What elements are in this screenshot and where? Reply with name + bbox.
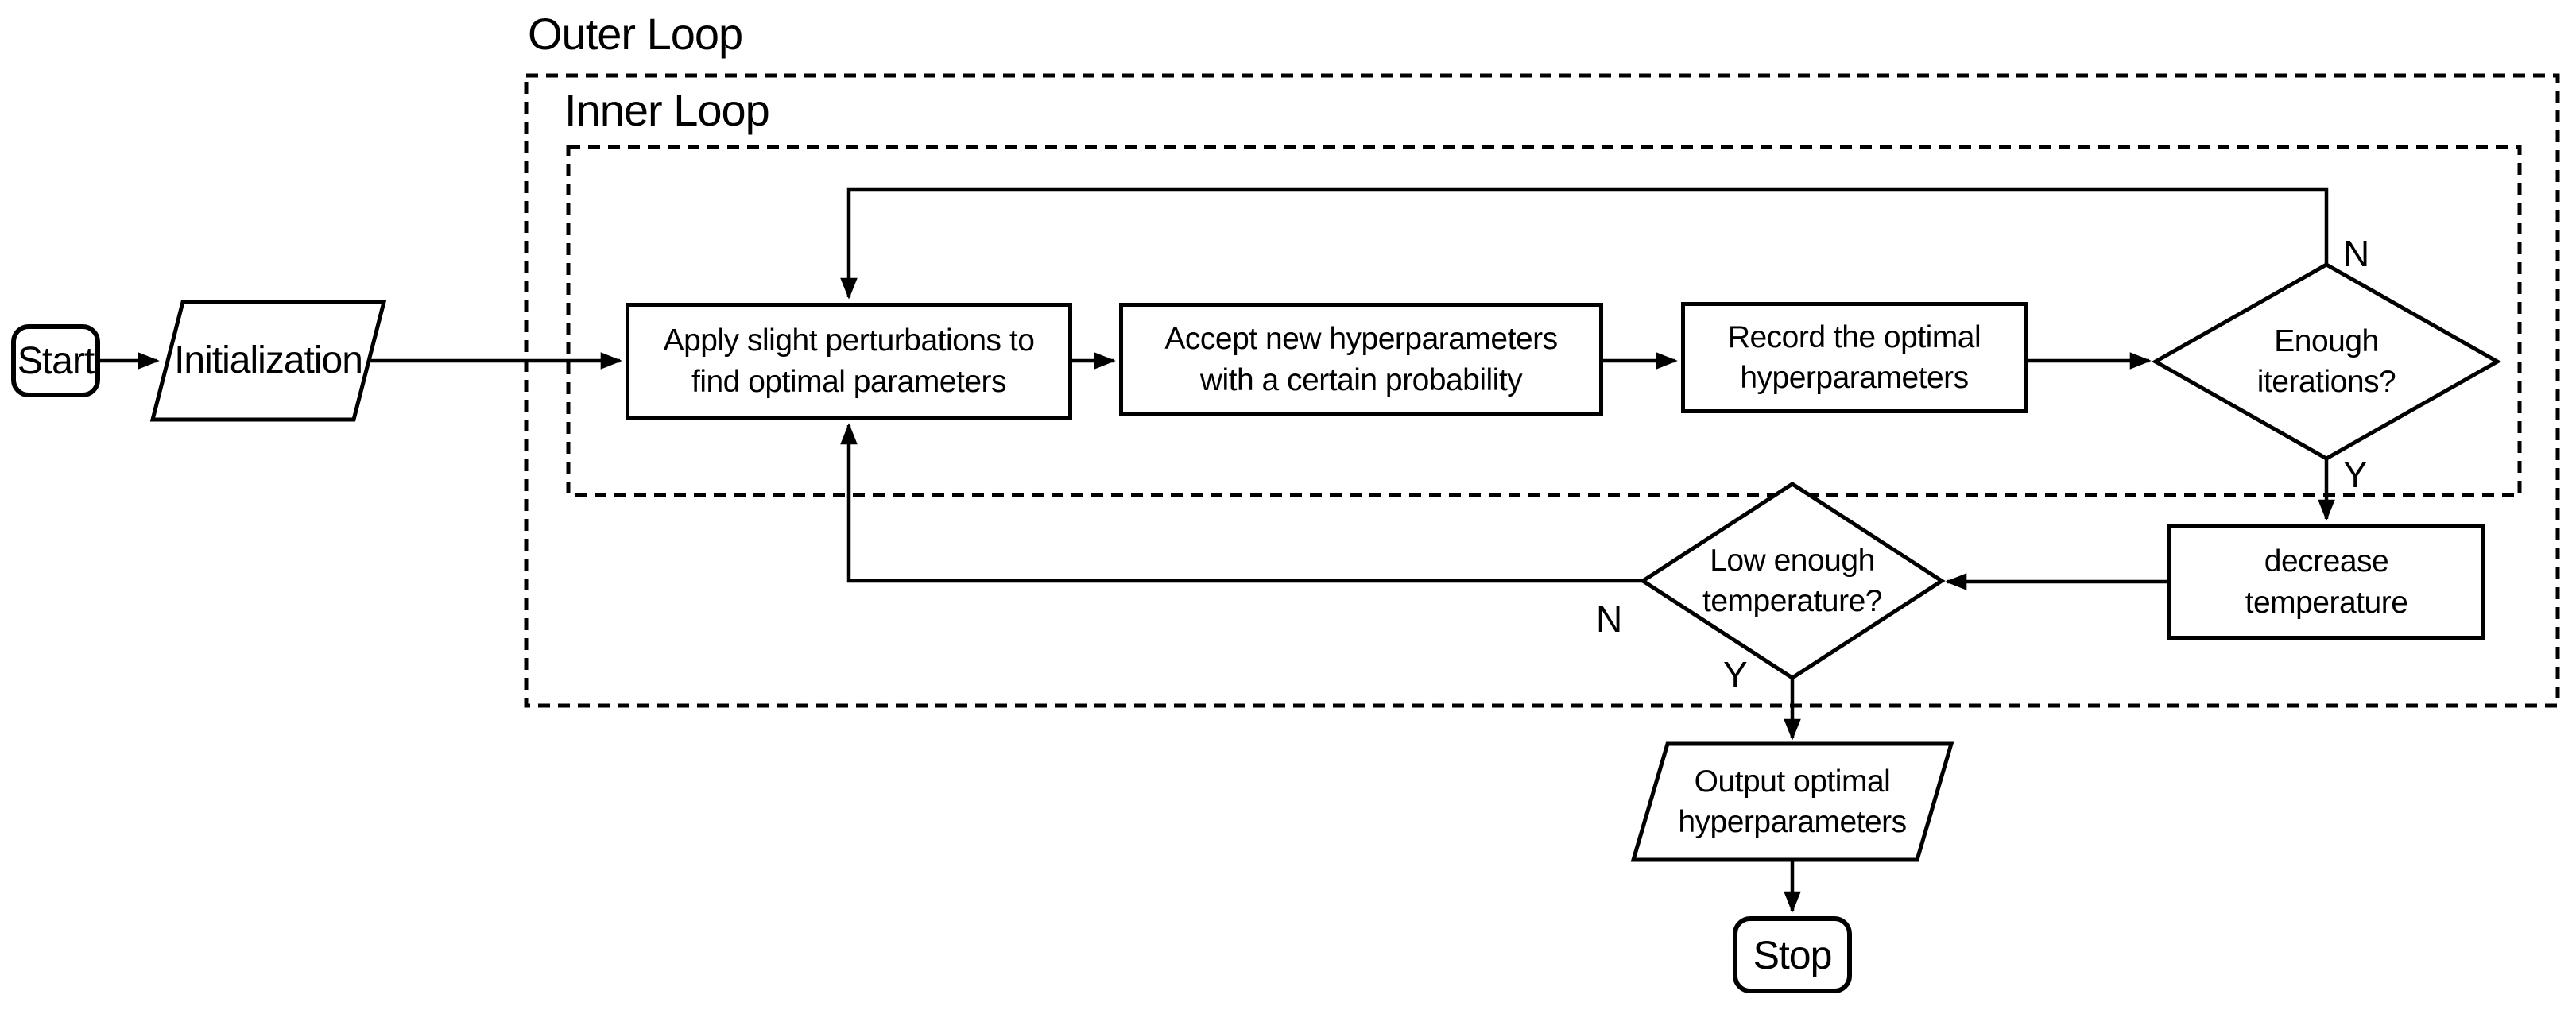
decrease-temperature-node: decrease temperature	[2167, 524, 2485, 640]
start-node: Start	[11, 324, 100, 397]
accept-hyperparameters-label: Accept new hyperparameters with a certai…	[1164, 322, 1558, 397]
edge-enough-iterations-no-feedback	[840, 187, 2329, 300]
record-hyperparameters-label: Record the optimal hyperparameters	[1727, 319, 1981, 395]
record-hyperparameters-node: Record the optimal hyperparameters	[1681, 302, 2028, 413]
low-temperature-no-label: N	[1596, 598, 1623, 640]
enough-iterations-shape	[2151, 262, 2502, 461]
low-temperature-yes-label: Y	[1723, 654, 1748, 695]
edge-low-temperature-no-feedback	[840, 423, 1643, 583]
decrease-temperature-label: decrease temperature	[2245, 544, 2408, 620]
apply-perturbations-label: Apply slight perturbations to find optim…	[663, 323, 1035, 399]
enough-iterations-no-label: N	[2343, 233, 2370, 274]
accept-hyperparameters-node: Accept new hyperparameters with a certai…	[1119, 303, 1603, 416]
stop-node-label: Stop	[1753, 932, 1833, 977]
inner-loop-label: Inner Loop	[564, 85, 770, 135]
enough-iterations-yes-label: Y	[2343, 454, 2368, 495]
start-node-label: Start	[17, 339, 95, 382]
apply-perturbations-node: Apply slight perturbations to find optim…	[626, 303, 1072, 420]
initialization-shape	[149, 300, 387, 422]
stop-node: Stop	[1733, 916, 1852, 993]
output-shape	[1630, 741, 1954, 862]
inner-loop-boundary	[566, 145, 2522, 497]
outer-loop-label: Outer Loop	[528, 9, 743, 59]
low-temperature-shape	[1639, 482, 1946, 680]
outer-loop-boundary	[524, 73, 2560, 708]
